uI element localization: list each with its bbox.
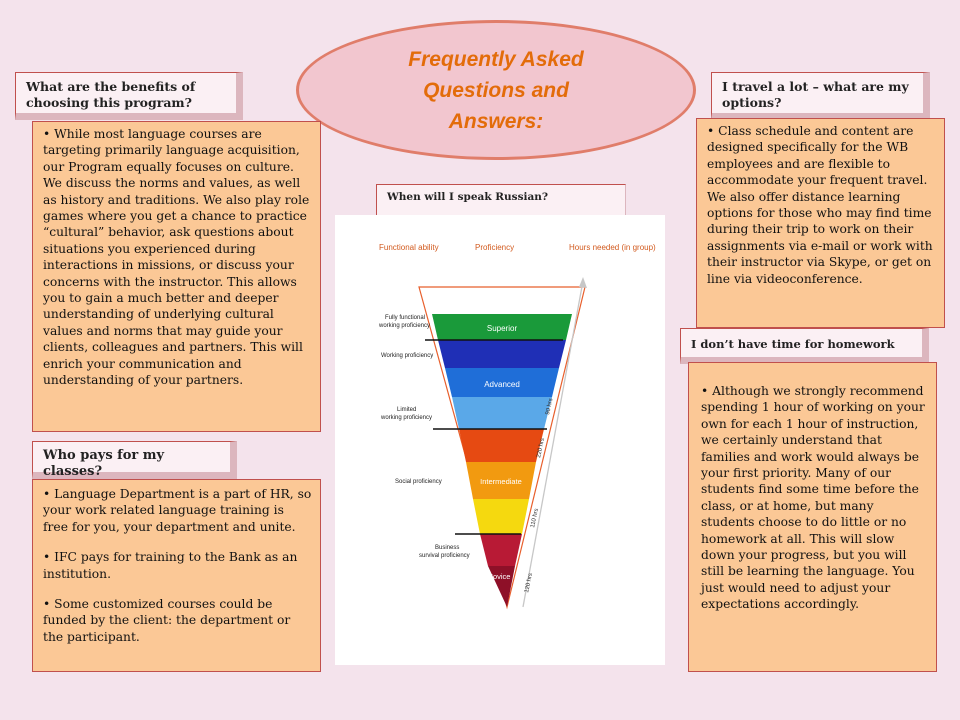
pays-question: Who pays for my classes? <box>43 448 165 479</box>
homework-answer: Although we strongly recommend spending … <box>701 383 926 613</box>
pays-answer-2: IFC pays for training to the Bank as an … <box>43 549 312 582</box>
pays-answer-3: Some customized courses could be funded … <box>43 596 312 645</box>
ability-limited: Limited working proficiency <box>380 407 432 421</box>
title-line-2: Questions and <box>423 78 569 102</box>
label-superior: Superior <box>487 324 518 333</box>
band-intermediate-upper <box>459 429 544 462</box>
hours-220: 220 hrs <box>536 438 546 459</box>
ability-working: Working proficiency <box>381 353 433 359</box>
band-advanced-lower <box>452 397 552 429</box>
band-superior <box>432 314 572 340</box>
benefits-question-box: What are the benefits of choosing this p… <box>15 72 243 120</box>
label-novice: Novice <box>488 572 511 581</box>
benefits-answer-box: While most language courses are targetin… <box>32 121 321 432</box>
homework-question-box: I don’t have time for homework <box>680 328 929 364</box>
proficiency-pyramid-panel: Functional ability Proficiency Hours nee… <box>335 215 665 665</box>
ability-social: Social proficiency <box>395 479 442 485</box>
band-advanced <box>445 368 559 397</box>
band-intermediate-lower <box>473 499 529 534</box>
travel-answer: Class schedule and content are designed … <box>707 123 936 287</box>
hours-90: 90 hrs <box>545 398 554 416</box>
band-novice <box>488 566 515 607</box>
header-proficiency: Proficiency <box>475 243 514 252</box>
travel-question-box: I travel a lot – what are my options? <box>711 72 930 120</box>
pays-answer-1: Language Department is a part of HR, so … <box>43 486 312 535</box>
ability-full: Fully functional working proficiency <box>378 315 430 329</box>
homework-answer-box: Although we strongly recommend spending … <box>688 362 937 672</box>
header-hours-needed: Hours needed (in group) <box>569 243 656 252</box>
hours-120: 120 hrs <box>524 573 534 594</box>
hours-arrow-head <box>579 277 587 288</box>
title-line-3: Answers: <box>448 109 544 133</box>
travel-question: I travel a lot – what are my options? <box>722 79 909 110</box>
hours-arrow-line <box>522 280 584 608</box>
russian-question: When will I speak Russian? <box>387 191 549 203</box>
proficiency-pyramid: Functional ability Proficiency Hours nee… <box>378 243 656 610</box>
russian-question-box: When will I speak Russian? <box>376 184 626 216</box>
header-functional-ability: Functional ability <box>379 243 439 252</box>
title-ellipse: Frequently Asked Questions and Answers: <box>296 20 696 160</box>
label-intermediate: Intermediate <box>480 477 522 486</box>
band-intermediate <box>466 462 536 499</box>
pays-answer-box: Language Department is a part of HR, so … <box>32 479 321 672</box>
ability-business: Business survival proficiency <box>419 545 470 559</box>
band-superior-lower <box>438 340 566 368</box>
pays-question-box: Who pays for my classes? <box>32 441 237 479</box>
title-line-1: Frequently Asked <box>408 47 584 71</box>
travel-answer-box: Class schedule and content are designed … <box>696 118 945 328</box>
homework-question: I don’t have time for homework <box>691 337 895 351</box>
benefits-answer: While most language courses are targetin… <box>43 126 312 389</box>
band-novice-upper <box>480 534 522 566</box>
benefits-question: What are the benefits of choosing this p… <box>26 79 196 110</box>
hours-110: 110 hrs <box>530 508 540 528</box>
label-advanced: Advanced <box>484 380 520 389</box>
